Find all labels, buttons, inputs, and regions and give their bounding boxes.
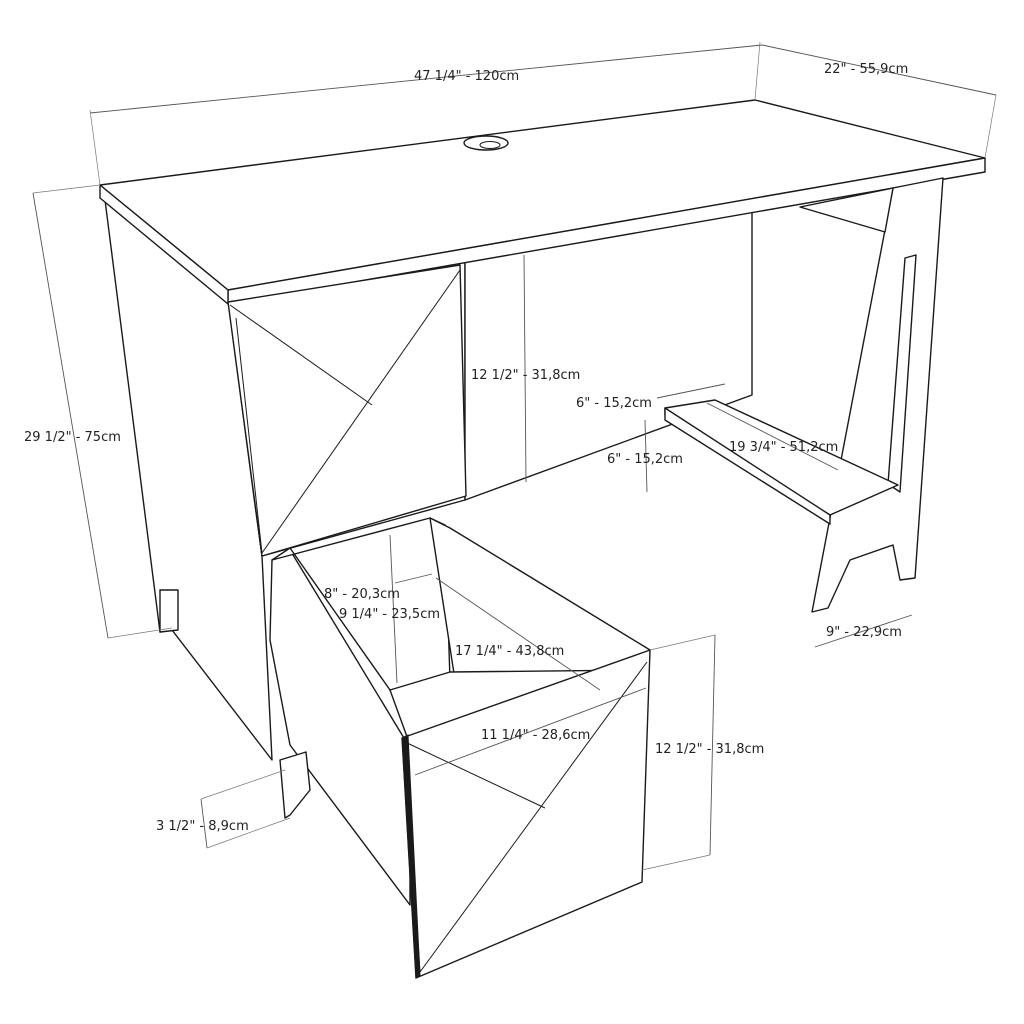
inner-drawer-length-dimline: [435, 577, 601, 691]
upper-drawer-diagonal-1: [229, 304, 373, 406]
pedestal-base: [159, 589, 179, 633]
open-drawer-front-edge: [401, 734, 421, 979]
overall-height-ext-top: [32, 184, 101, 194]
pedestal-front-leg: [279, 751, 311, 819]
overall-width-dimline: [89, 44, 763, 114]
overall-width-ext-right: [754, 41, 761, 101]
leg-height-ext-top: [200, 769, 286, 800]
inner-drawer-height-dimline: [389, 534, 398, 684]
leg-crossbar: [799, 187, 894, 233]
overall-width-label: 47 1/4" - 120cm: [414, 69, 519, 84]
upper-drawer-front: [227, 264, 467, 557]
lower-drawer-height-dimline: [709, 634, 716, 856]
shelf-depth-label: 6" - 15,2cm: [576, 396, 652, 411]
lower-drawer-height-ext-bottom: [641, 854, 711, 871]
overall-height-ext-bottom: [107, 627, 173, 639]
overall-depth-ext-right: [984, 94, 997, 159]
leg-height-dimline: [200, 798, 208, 849]
lower-drawer-diagonal-1: [404, 741, 546, 809]
lower-drawer-height-ext-top: [649, 634, 716, 651]
overall-width-ext-left: [89, 109, 101, 186]
drawer-front-width-dimline: [414, 687, 647, 776]
leg-height-label: 3 1/2" - 8,9cm: [156, 819, 249, 834]
leg-height-ext-bottom: [206, 817, 291, 849]
overall-height-dimline: [32, 192, 109, 639]
overall-depth-label: 22" - 55,9cm: [824, 62, 908, 77]
a-frame-leg-cutout: [887, 254, 917, 493]
inner-drawer-depth-dimline: [394, 573, 433, 584]
shelf-height-dimline: [644, 419, 648, 493]
upper-drawer-height-dimline: [523, 254, 527, 483]
inner-drawer-depth-label: 9 1/4" - 23,5cm: [339, 607, 440, 622]
drawer-front-width-label: 11 1/4" - 28,6cm: [481, 728, 590, 743]
shelf-length-dimline: [706, 402, 839, 471]
overall-height-label: 29 1/2" - 75cm: [24, 430, 121, 445]
shelf-depth-dimline: [656, 383, 726, 399]
lower-drawer-diagonal-3: [404, 741, 421, 973]
upper-drawer-diagonal-2: [261, 269, 461, 554]
upper-drawer-diagonal-3: [235, 317, 263, 554]
cable-grommet-inner: [479, 141, 501, 149]
inner-drawer-height-label: 8" - 20,3cm: [324, 587, 400, 602]
shelf-height-label: 6" - 15,2cm: [607, 452, 683, 467]
leg-width-label: 9" - 22,9cm: [826, 625, 902, 640]
shelf-length-label: 19 3/4" - 51,2cm: [729, 440, 838, 455]
low-shelf-front: [664, 407, 831, 525]
upper-drawer-height-label: 12 1/2" - 31,8cm: [471, 368, 580, 383]
a-frame-leg: [811, 177, 944, 613]
lower-drawer-diagonal-2: [419, 661, 648, 973]
cable-grommet: [463, 135, 509, 151]
overall-depth-dimline: [761, 44, 997, 96]
lower-drawer-height-label: 12 1/2" - 31,8cm: [655, 742, 764, 757]
inner-drawer-length-label: 17 1/4" - 43,8cm: [455, 644, 564, 659]
leg-width-dimline: [814, 614, 913, 648]
